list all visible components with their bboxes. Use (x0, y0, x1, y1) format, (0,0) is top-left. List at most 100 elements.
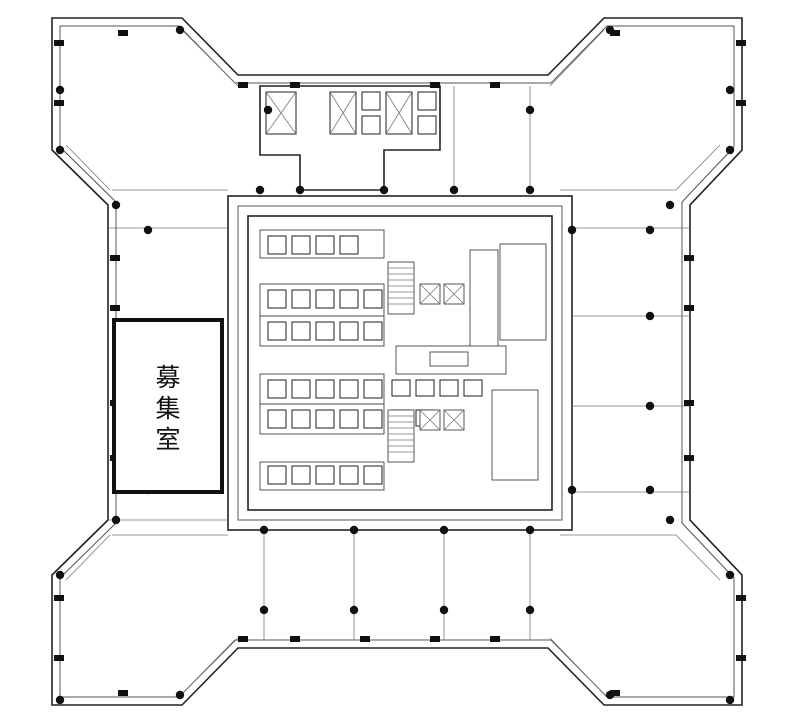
column (111, 200, 121, 210)
small-room (429, 351, 469, 367)
lift-car (315, 235, 335, 255)
core-innermost (247, 215, 553, 511)
column (295, 185, 305, 195)
lift-car (267, 465, 287, 485)
mullion-block (684, 400, 694, 406)
lift-car (267, 379, 287, 399)
lift-car (363, 409, 383, 429)
column (525, 105, 535, 115)
column (439, 605, 449, 615)
core-corridor (395, 345, 507, 375)
lift-car (291, 409, 311, 429)
column (645, 311, 655, 321)
outer-wall (51, 17, 743, 706)
mullion-block (736, 595, 746, 601)
column (175, 690, 185, 700)
restroom-upper (499, 243, 547, 341)
column (255, 185, 265, 195)
column (645, 225, 655, 235)
recruitment-room[interactable]: 募 集 室 (112, 318, 224, 494)
upper-cell-a (361, 91, 381, 111)
restroom-lower (491, 389, 539, 481)
lift-car (363, 379, 383, 399)
upper-cell-d (417, 115, 437, 135)
elevator-bank (259, 229, 385, 491)
shaft-a-x (419, 283, 441, 305)
mullion-block (684, 455, 694, 461)
lift-car (291, 465, 311, 485)
mullion-block (290, 82, 300, 88)
column (725, 570, 735, 580)
column (259, 525, 269, 535)
stair-2-treads (388, 415, 414, 453)
mullion-block (54, 100, 64, 106)
column (725, 85, 735, 95)
column (725, 145, 735, 155)
mullion-block (238, 636, 248, 642)
corner-lines (65, 29, 721, 695)
column (665, 515, 675, 525)
stair-1-treads (388, 267, 414, 305)
column (55, 85, 65, 95)
lift-car (315, 379, 335, 399)
mullions (54, 30, 746, 696)
core-inner (237, 205, 563, 521)
mullion-block (684, 255, 694, 261)
lift-cars (267, 235, 483, 485)
column (645, 401, 655, 411)
upper-cell-b (361, 115, 381, 135)
lift-car (315, 409, 335, 429)
mullion-block (736, 40, 746, 46)
mullion-block (54, 40, 64, 46)
mullion-block (610, 690, 620, 696)
mullion-block (118, 30, 128, 36)
mullion-block (238, 82, 248, 88)
column (55, 570, 65, 580)
column (379, 185, 389, 195)
lift-car (363, 321, 383, 341)
mullion-block (490, 82, 500, 88)
outer-wall-inner (59, 25, 735, 698)
column (439, 525, 449, 535)
mullion-block (736, 655, 746, 661)
mullion-block (610, 30, 620, 36)
lift-car (267, 289, 287, 309)
mullion-block (110, 255, 120, 261)
mullion-block (736, 100, 746, 106)
lift-car (463, 379, 483, 397)
lift-car (267, 321, 287, 341)
core-outer (227, 195, 573, 531)
mullion-block (54, 595, 64, 601)
lift-car (363, 289, 383, 309)
lift-car (267, 235, 287, 255)
column (349, 605, 359, 615)
grid-lines (108, 86, 690, 640)
column (55, 145, 65, 155)
lift-car (415, 379, 435, 397)
mullion-block (118, 690, 128, 696)
mullion-block (490, 636, 500, 642)
lift-car (339, 379, 359, 399)
lift-car (291, 235, 311, 255)
column (175, 25, 185, 35)
column (567, 485, 577, 495)
shaft-c-x (419, 409, 441, 431)
lift-car (439, 379, 459, 397)
column (143, 225, 153, 235)
lift-car (391, 379, 411, 397)
upper-shaft-3-x (385, 91, 413, 135)
column (645, 485, 655, 495)
column (525, 605, 535, 615)
mullion-block (430, 82, 440, 88)
mullion-block (110, 305, 120, 311)
shaft-d-x (443, 409, 465, 431)
mullion-block (54, 655, 64, 661)
column (525, 185, 535, 195)
mullion-block (360, 636, 370, 642)
lift-car (291, 289, 311, 309)
shaft-b-x (443, 283, 465, 305)
lift-car (315, 289, 335, 309)
lift-car (339, 289, 359, 309)
upper-shaft-1-x (265, 91, 297, 135)
